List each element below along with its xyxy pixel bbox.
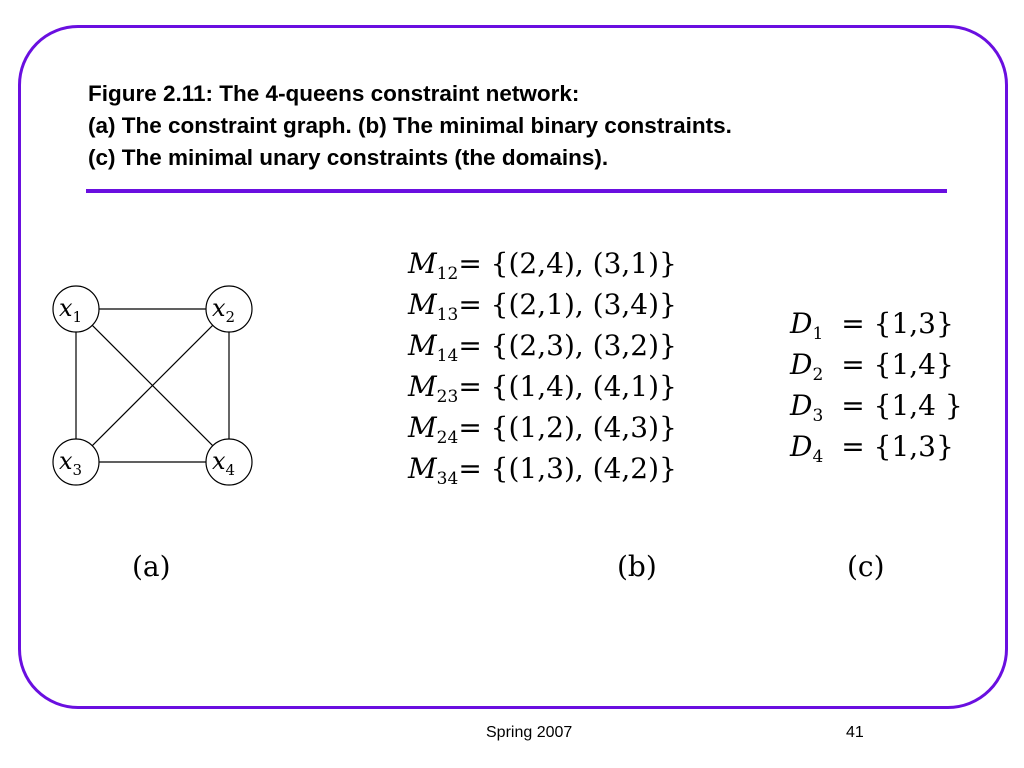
domain-row: D2= {1,4} <box>790 348 954 385</box>
node-label: x3 <box>59 447 82 479</box>
domain-row: D3= {1,4 } <box>790 389 963 426</box>
footer-date: Spring 2007 <box>486 724 573 741</box>
node-label: x2 <box>212 294 235 326</box>
slide-title: Figure 2.11: The 4-queens constraint net… <box>88 78 968 174</box>
node-x1: x1 <box>52 285 100 333</box>
binary-constraint-row: M24= {(1,2), (4,3)} <box>408 411 677 448</box>
label-b: (b) <box>617 550 657 583</box>
node-circle <box>52 438 100 486</box>
edge-x2-x3 <box>91 324 214 447</box>
node-label: x4 <box>212 447 235 479</box>
node-circle <box>52 285 100 333</box>
node-x3: x3 <box>52 438 100 486</box>
domain-row: D4= {1,3} <box>790 430 954 467</box>
binary-constraint-row: M14= {(2,3), (3,2)} <box>408 329 677 366</box>
node-x2: x2 <box>205 285 253 333</box>
binary-constraint-row: M13= {(2,1), (3,4)} <box>408 288 677 325</box>
binary-constraint-row: M12= {(2,4), (3,1)} <box>408 247 677 284</box>
page-number: 41 <box>846 724 864 741</box>
node-circle <box>205 438 253 486</box>
node-x4: x4 <box>205 438 253 486</box>
binary-constraints-list: M12= {(2,4), (3,1)} M13= {(2,1), (3,4)} … <box>408 243 677 489</box>
title-divider <box>86 189 947 193</box>
title-line-2: (a) The constraint graph. (b) The minima… <box>88 113 732 138</box>
binary-constraint-row: M23= {(1,4), (4,1)} <box>408 370 677 407</box>
domains-list: D1= {1,3} D2= {1,4} D3= {1,4 } D4= {1,3} <box>790 303 963 467</box>
domain-row: D1= {1,3} <box>790 307 954 344</box>
title-line-3: (c) The minimal unary constraints (the d… <box>88 145 609 170</box>
title-line-1: Figure 2.11: The 4-queens constraint net… <box>88 81 580 106</box>
node-circle <box>205 285 253 333</box>
label-c: (c) <box>847 550 885 583</box>
label-a: (a) <box>132 550 171 583</box>
binary-constraint-row: M34= {(1,3), (4,2)} <box>408 452 677 489</box>
slide-frame <box>18 25 1008 709</box>
node-label: x1 <box>59 294 82 326</box>
